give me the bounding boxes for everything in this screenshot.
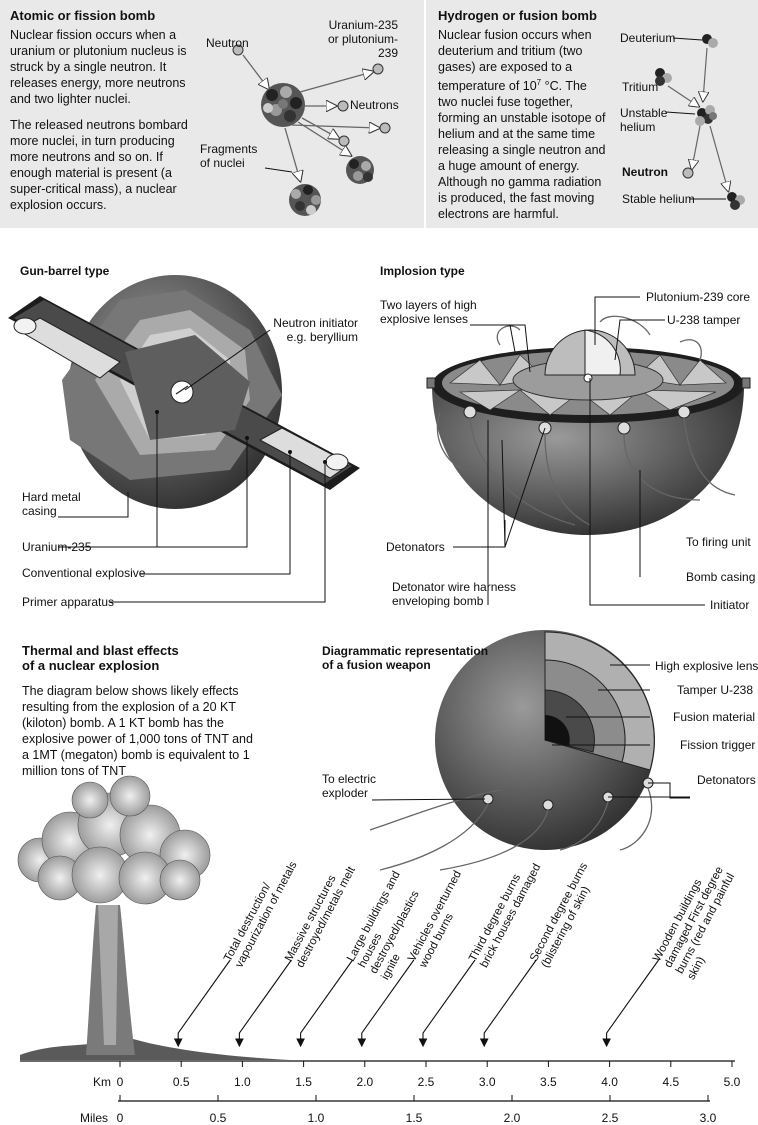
effect-arrow — [357, 959, 415, 1048]
fusion-label-exploder: To electric exploder — [322, 772, 377, 800]
mile-tick-label: 1.5 — [405, 1111, 423, 1125]
km-tick-label: 3.5 — [540, 1075, 557, 1089]
fusion-label-neutron: Neutron — [622, 165, 668, 179]
fusion-label-tamper: Tamper U-238 — [677, 683, 754, 697]
gun-barrel-title: Gun-barrel type — [20, 264, 110, 278]
mile-tick-label: 3.0 — [699, 1111, 717, 1125]
km-tick-label: 0.5 — [172, 1075, 190, 1089]
km-tick-label: 5.0 — [723, 1075, 741, 1089]
effect-arrows — [173, 959, 660, 1048]
mushroom-cloud — [17, 775, 290, 1060]
implosion-label-casing: Bomb casing — [686, 570, 756, 584]
effect-arrow — [173, 959, 231, 1048]
effect-arrow — [602, 959, 660, 1048]
fusion-weapon — [369, 630, 690, 871]
fission-text: Atomic or fission bomb Nuclear fission o… — [10, 8, 205, 213]
thermal-text: Thermal and blast effects of a nuclear e… — [22, 643, 262, 779]
fission-label-fragments: Fragments of nuclei — [200, 142, 258, 170]
uranium-nucleus — [261, 83, 305, 127]
fission-panel — [0, 0, 424, 228]
thermal-title: Thermal and blast effects of a nuclear e… — [22, 643, 179, 673]
fragment-1 — [346, 156, 374, 184]
km-tick-label: 1.0 — [234, 1075, 251, 1089]
mile-tick-label: 1.0 — [307, 1111, 325, 1125]
fission-label-neutron: Neutron — [206, 36, 249, 50]
effect-arrow — [235, 959, 292, 1048]
fusion-para: Nuclear fusion occurs when deuterium and… — [438, 27, 608, 222]
miles-scale — [118, 1095, 710, 1102]
fusion-para-a: Nuclear fusion occurs when deuterium and… — [438, 28, 592, 94]
fission-diagram — [232, 44, 391, 216]
fusion-diagram — [655, 34, 745, 210]
implosion-label-lenses: Two layers of high explosive lenses — [380, 298, 477, 326]
implosion-title: Implosion type — [380, 264, 465, 278]
fragment-2 — [289, 184, 321, 216]
fusion-title: Hydrogen or fusion bomb — [438, 8, 597, 23]
fission-title: Atomic or fission bomb — [10, 8, 156, 23]
fusion-label-stable: Stable helium — [622, 192, 695, 206]
implosion-label-detonators: Detonators — [386, 540, 445, 554]
implosion-bomb — [426, 296, 751, 606]
fission-para-1: Nuclear fission occurs when a uranium or… — [10, 28, 187, 106]
km-label: Km — [93, 1075, 111, 1089]
fusion-para-b: °C. The two nuclei fuse together, formin… — [438, 79, 606, 222]
gun-label-uranium: Uranium-235 — [22, 540, 92, 554]
fusion-label-material: Fusion material — [673, 710, 756, 724]
km-tick-label: 3.0 — [478, 1075, 496, 1089]
fusion-label-lens: High explosive lens — [655, 659, 758, 673]
km-tick-label: 0 — [116, 1075, 124, 1089]
effect-arrow — [296, 959, 354, 1048]
gun-label-casing: Hard metal casing — [22, 490, 81, 518]
fusion-text: Hydrogen or fusion bomb Nuclear fusion o… — [438, 8, 608, 222]
fusion-label-trigger: Fission trigger — [680, 738, 756, 752]
fusion-para-sup: 7 — [536, 78, 542, 87]
effect-arrow — [479, 959, 537, 1048]
implosion-label-initiator: Initiator — [710, 598, 750, 612]
fusion-label-deuterium: Deuterium — [620, 31, 676, 45]
km-tick-label: 1.5 — [295, 1075, 312, 1089]
implosion-label-tamper: U-238 tamper — [667, 313, 741, 327]
fission-label-uranium: Uranium-235 or plutonium-239 — [327, 18, 398, 60]
km-tick-label: 4.0 — [601, 1075, 618, 1089]
mile-tick-label: 0 — [116, 1111, 124, 1125]
thermal-body: The diagram below shows likely effects r… — [22, 684, 253, 778]
fusion-label-detonators: Detonators — [697, 773, 756, 787]
fission-para-2: The released neutrons bombard more nucle… — [10, 118, 188, 212]
km-scale — [20, 1060, 735, 1067]
km-tick-label: 4.5 — [662, 1075, 680, 1089]
gun-label-initiator: Neutron initiator e.g. beryllium — [273, 316, 358, 344]
implosion-label-core: Plutonium-239 core — [646, 290, 751, 304]
fusion-label-unstable: Unstable helium — [620, 106, 668, 134]
km-tick-label: 2.5 — [417, 1075, 435, 1089]
fusion-weapon-title: Diagrammatic representation of a fusion … — [322, 644, 489, 672]
fission-label-neutrons: Neutrons — [350, 98, 399, 112]
mile-tick-label: 2.5 — [601, 1111, 619, 1125]
effect-arrow — [418, 959, 476, 1048]
implosion-label-firing: To firing unit — [686, 535, 751, 549]
gun-label-primer: Primer apparatus — [22, 595, 115, 609]
gun-label-explosive: Conventional explosive — [22, 566, 146, 580]
mile-tick-label: 2.0 — [503, 1111, 521, 1125]
implosion-label-harness: Detonator wire harness enveloping bomb — [392, 580, 517, 608]
mile-tick-label: 0.5 — [209, 1111, 227, 1125]
gun-barrel-bomb — [8, 275, 360, 603]
km-tick-label: 2.0 — [356, 1075, 374, 1089]
miles-label: Miles — [80, 1111, 109, 1125]
fusion-label-tritium: Tritium — [622, 80, 659, 94]
